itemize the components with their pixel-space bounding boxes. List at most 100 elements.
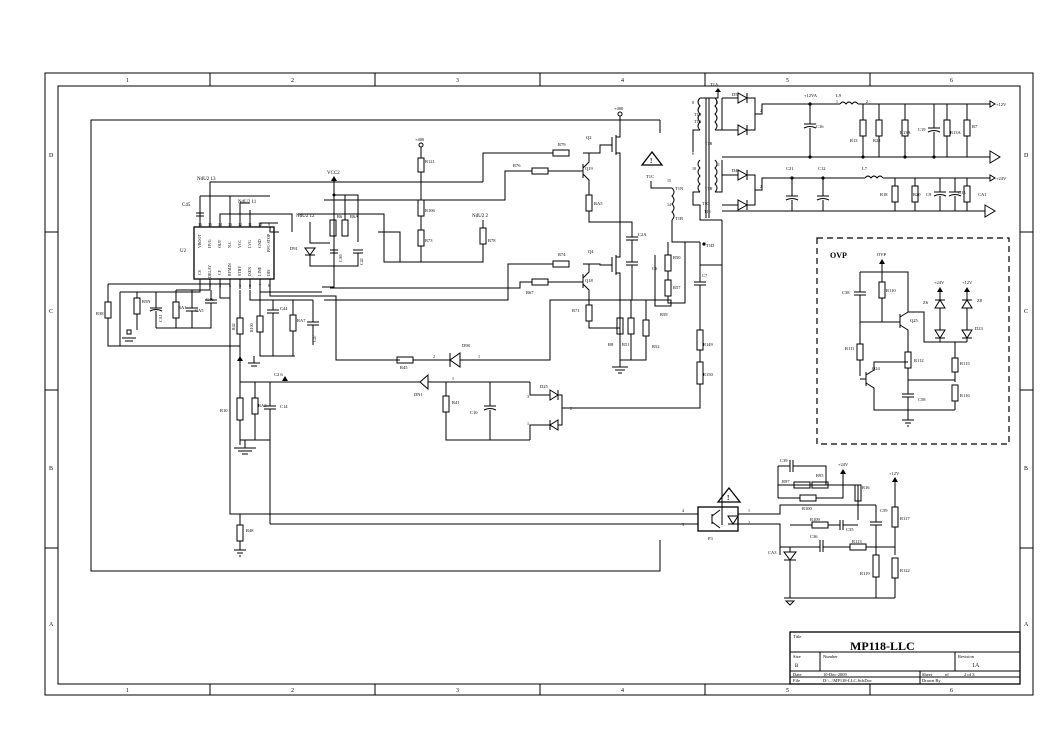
svg-text:8: 8	[692, 100, 694, 105]
svg-text:T1C: T1C	[702, 201, 709, 206]
warning-icon: !	[716, 486, 742, 503]
svg-text:R18: R18	[880, 192, 888, 197]
net-label: NdU2 12	[296, 214, 315, 219]
c45-capacitor	[196, 195, 270, 227]
svg-text:R16: R16	[862, 485, 870, 490]
svg-text:Drawn By: Drawn By	[922, 678, 941, 683]
optocoupler-p3: P3 1 2	[685, 504, 858, 548]
svg-text:D5: D5	[732, 92, 738, 97]
svg-text:RFMIN: RFMIN	[227, 263, 232, 276]
svg-text:Q2: Q2	[586, 135, 592, 140]
svg-text:D25: D25	[540, 384, 548, 389]
timing-components: R38 R5N CA1 RA1 CA5 C46	[96, 283, 240, 347]
svg-text:R109: R109	[810, 517, 821, 522]
net-label: NdU2 2	[472, 214, 488, 219]
svg-text:T1B: T1B	[675, 216, 683, 221]
svg-text:+24V: +24V	[996, 176, 1007, 181]
svg-text:D:\...\MP118-LLC.SchDoc: D:\...\MP118-LLC.SchDoc	[823, 678, 872, 683]
svg-text:Sheet: Sheet	[922, 672, 933, 677]
col-label: 1	[126, 688, 129, 694]
svg-text:R50: R50	[673, 255, 681, 260]
svg-text:C14: C14	[280, 404, 288, 409]
t1d-label: T1D	[706, 243, 715, 248]
svg-text:R97: R97	[782, 479, 790, 484]
svg-text:DELAY: DELAY	[207, 265, 212, 278]
svg-text:!: !	[727, 494, 729, 502]
svg-text:6: 6	[692, 151, 694, 156]
svg-text:CA3: CA3	[768, 550, 777, 555]
svg-text:1: 1	[452, 376, 454, 381]
title-label: Title	[793, 634, 801, 639]
svg-text:C36: C36	[810, 534, 818, 539]
svg-text:R38: R38	[96, 311, 104, 316]
ovp-section: OVP OVP C38 R110 Q25 R111 Q24 R112	[816, 237, 1010, 445]
svg-text:1: 1	[748, 508, 750, 513]
svg-text:RA7: RA7	[297, 318, 306, 323]
svg-text:R13A: R13A	[900, 130, 912, 135]
svg-text:2: 2	[433, 354, 435, 359]
svg-text:R149: R149	[703, 342, 714, 347]
svg-text:R73: R73	[425, 238, 433, 243]
svg-text:R100: R100	[802, 506, 813, 511]
svg-text:B: B	[795, 664, 799, 669]
svg-text:R48: R48	[246, 528, 254, 533]
svg-text:Q25: Q25	[910, 318, 918, 323]
svg-text:HVG: HVG	[207, 239, 212, 248]
svg-text:Z8: Z8	[977, 298, 983, 303]
svg-text:VCC: VCC	[237, 239, 242, 248]
svg-text:CF: CF	[217, 269, 222, 275]
svg-text:R59: R59	[660, 312, 668, 317]
net-label: NdU2 11	[238, 200, 257, 205]
svg-text:OUT: OUT	[217, 239, 222, 248]
sense-network: R42 R100 C44 RA7 C47	[231, 290, 400, 367]
svg-text:9: 9	[268, 222, 270, 227]
svg-text:T1B: T1B	[694, 112, 701, 117]
svg-text:2: 2	[760, 108, 762, 113]
row-label: D	[1024, 153, 1029, 159]
svg-text:C10: C10	[470, 410, 478, 415]
svg-text:C2A: C2A	[638, 232, 647, 237]
svg-text:3: 3	[682, 522, 684, 527]
col-label: 6	[950, 688, 953, 694]
svg-text:D4: D4	[732, 168, 738, 173]
svg-text:CA1: CA1	[978, 192, 987, 197]
svg-text:R13A: R13A	[950, 130, 962, 135]
svg-text:C47: C47	[312, 335, 317, 342]
svg-text:R79: R79	[558, 142, 566, 147]
svg-text:R110: R110	[886, 288, 896, 293]
svg-text:R10: R10	[220, 408, 228, 413]
svg-text:D98: D98	[462, 343, 470, 348]
primary-boundary	[90, 119, 661, 572]
svg-text:L9: L9	[836, 93, 842, 98]
col-label: 3	[456, 78, 459, 84]
row-label: C	[49, 309, 53, 315]
svg-text:R119: R119	[860, 571, 870, 576]
svg-text:R8: R8	[608, 342, 614, 347]
svg-text:D23: D23	[975, 326, 983, 331]
svg-text:Size: Size	[793, 654, 801, 659]
svg-text:+400: +400	[415, 137, 425, 142]
secondary-feedback: +24V C39 R95 R97 R100 R109 C35 C36 R113	[768, 458, 910, 606]
u2-controller-ic: U2 VBOOT HVG OUT N.C VCC LVG GND PFC-STO…	[180, 181, 483, 290]
svg-text:14: 14	[667, 202, 671, 207]
svg-text:+12V: +12V	[996, 102, 1007, 107]
frame-labels: 1 2 3 4 5 6 1 2 3 4 5 6 D C B A D C B A	[49, 78, 1029, 694]
svg-text:C42: C42	[359, 258, 364, 265]
svg-text:R51: R51	[622, 342, 630, 347]
title-text: MP118-LLC	[850, 639, 915, 653]
svg-text:4: 4	[682, 508, 684, 513]
svg-text:C2 6: C2 6	[274, 372, 283, 377]
svg-text:+12VA: +12VA	[804, 93, 818, 98]
svg-text:Date: Date	[793, 672, 802, 677]
svg-text:LINE: LINE	[257, 266, 262, 276]
svg-text:R71: R71	[572, 308, 580, 313]
svg-text:D91: D91	[290, 246, 298, 251]
svg-text:STBY: STBY	[237, 266, 242, 276]
svg-text:R116: R116	[960, 393, 970, 398]
svg-text:R117: R117	[900, 516, 910, 521]
svg-text:+12V: +12V	[962, 280, 973, 285]
svg-text:CS: CS	[197, 270, 202, 275]
svg-text:2 of 3: 2 of 3	[964, 672, 975, 677]
svg-text:T1B: T1B	[705, 141, 712, 146]
